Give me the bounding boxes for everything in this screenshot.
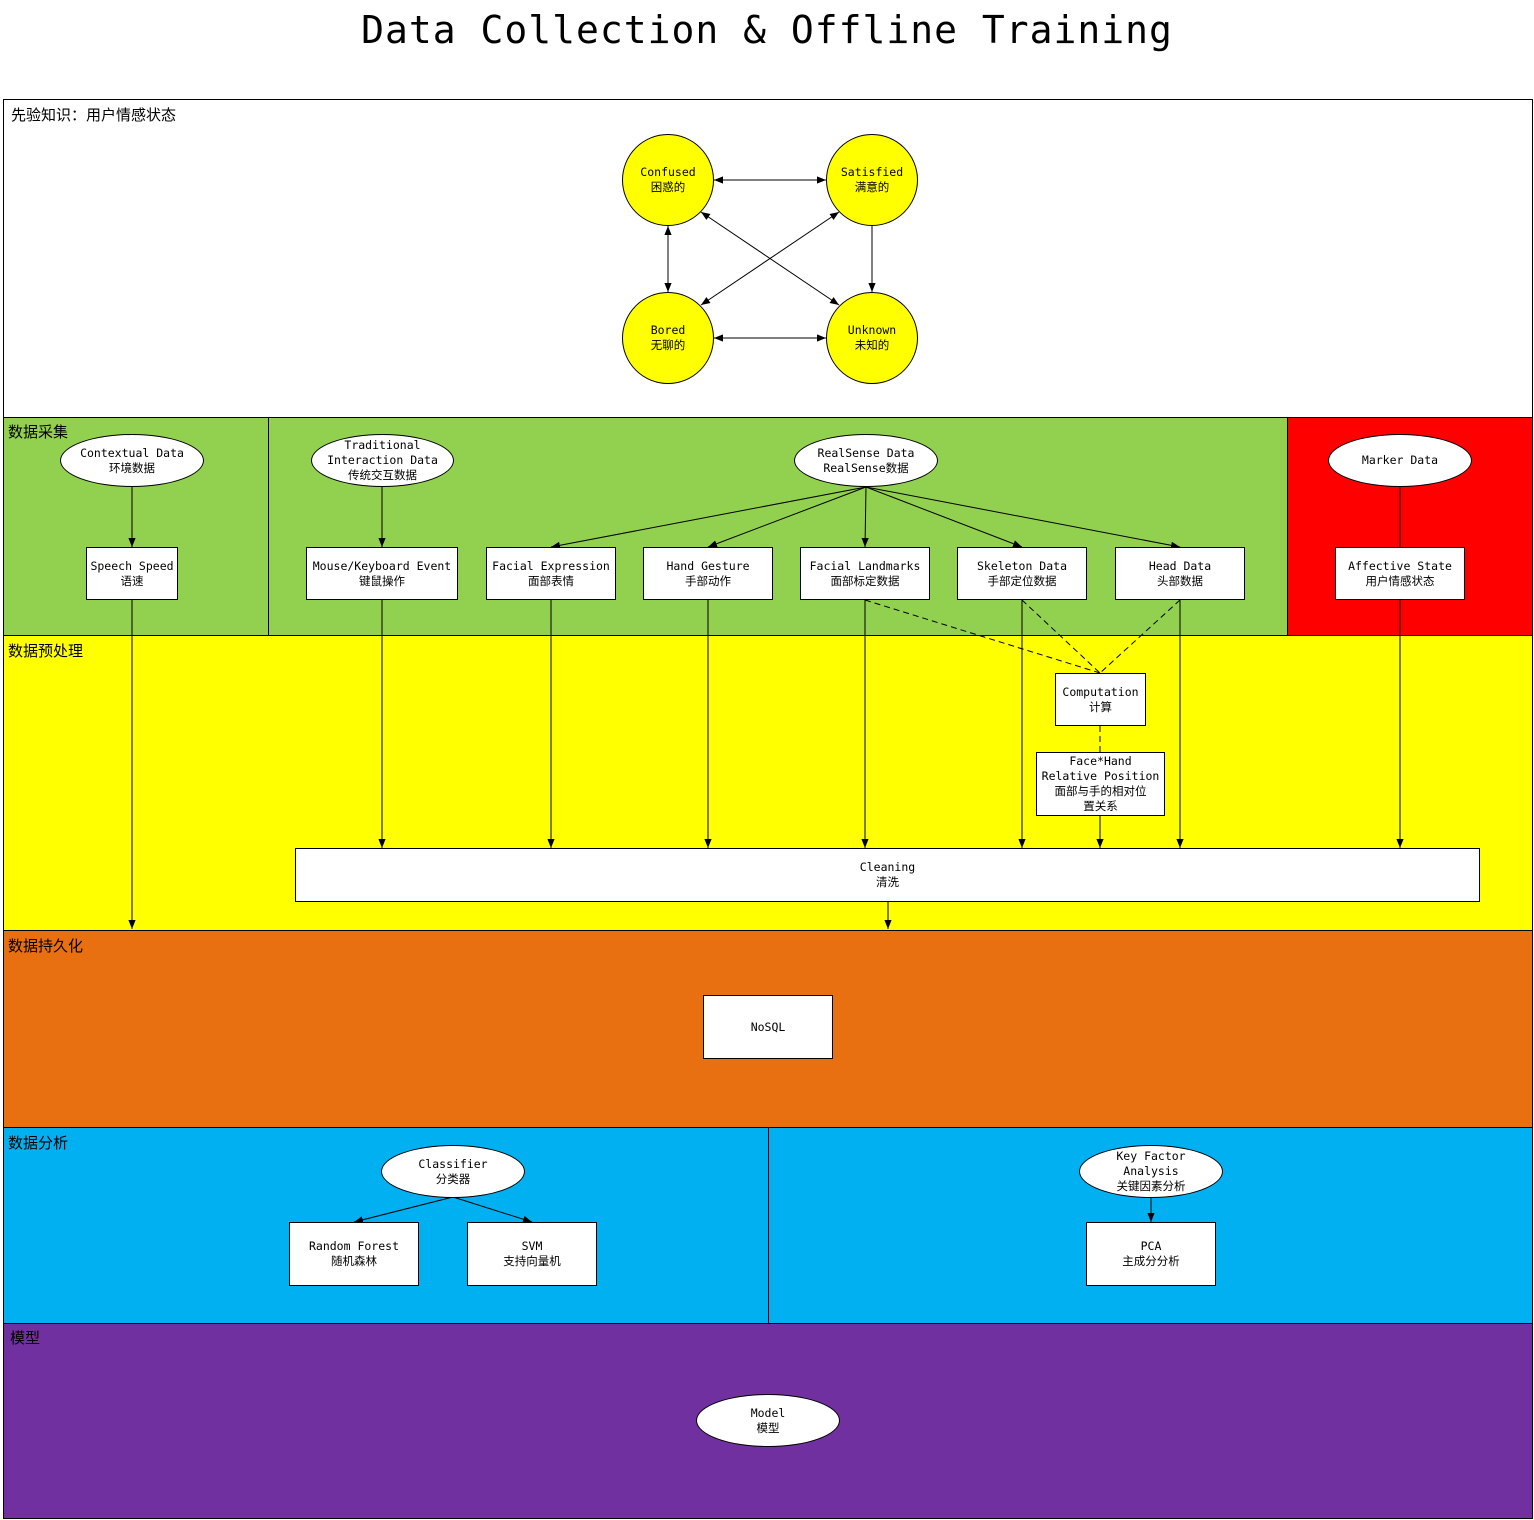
feature-affective-state-label: Affective State 用户情感状态 — [1348, 558, 1452, 588]
source-traditional-label: Traditional Interaction Data 传统交互数据 — [327, 438, 438, 482]
source-marker-data: Marker Data — [1328, 434, 1472, 487]
feature-facial-landmarks-label: Facial Landmarks 面部标定数据 — [809, 558, 921, 588]
feature-mouse-keyboard-label: Mouse/Keyboard Event 键鼠操作 — [312, 558, 452, 588]
process-relative-position: Face*Hand Relative Position 面部与手的相对位 置关系 — [1036, 752, 1165, 816]
state-unknown-label: Unknown 未知的 — [847, 323, 897, 352]
state-bored: Bored 无聊的 — [622, 292, 714, 384]
band-label-acquisition: 数据采集 — [8, 423, 69, 441]
band-prior-knowledge — [3, 99, 1533, 418]
band-model — [3, 1323, 1533, 1519]
state-confused-label: Confused 困惑的 — [640, 165, 696, 194]
analysis-key-factor-label: Key Factor Analysis 关键因素分析 — [1116, 1149, 1186, 1193]
state-confused: Confused 困惑的 — [622, 134, 714, 226]
state-bored-label: Bored 无聊的 — [650, 323, 686, 352]
feature-facial-expression: Facial Expression 面部表情 — [486, 547, 616, 600]
process-computation: Computation 计算 — [1055, 673, 1146, 726]
feature-skeleton-label: Skeleton Data 手部定位数据 — [976, 558, 1067, 588]
diagram-title: Data Collection & Offline Training — [361, 8, 1173, 52]
source-traditional-interaction: Traditional Interaction Data 传统交互数据 — [311, 434, 454, 487]
feature-facial-expression-label: Facial Expression 面部表情 — [492, 558, 610, 588]
analysis-svm-label: SVM 支持向量机 — [503, 1239, 561, 1268]
source-realsense-label: RealSense Data RealSense数据 — [817, 445, 915, 475]
band-label-prior-knowledge: 先验知识：用户情感状态 — [11, 106, 177, 124]
process-cleaning: Cleaning 清洗 — [295, 848, 1480, 902]
model-node: Model 模型 — [696, 1394, 840, 1447]
analysis-classifier-label: Classifier 分类器 — [418, 1156, 488, 1186]
analysis-svm: SVM 支持向量机 — [467, 1222, 597, 1286]
analysis-classifier: Classifier 分类器 — [381, 1145, 525, 1198]
feature-skeleton-data: Skeleton Data 手部定位数据 — [957, 547, 1087, 600]
state-satisfied-label: Satisfied 满意的 — [840, 165, 904, 194]
analysis-key-factor: Key Factor Analysis 关键因素分析 — [1079, 1145, 1223, 1198]
feature-mouse-keyboard: Mouse/Keyboard Event 键鼠操作 — [306, 547, 458, 600]
process-cleaning-label: Cleaning 清洗 — [859, 860, 916, 889]
model-node-label: Model 模型 — [750, 1405, 786, 1435]
source-marker-label: Marker Data — [1361, 453, 1439, 467]
process-computation-label: Computation 计算 — [1062, 684, 1139, 714]
band-label-persistence: 数据持久化 — [8, 937, 84, 955]
band-label-model: 模型 — [10, 1329, 41, 1347]
analysis-random-forest-label: Random Forest 随机森林 — [308, 1239, 399, 1268]
feature-head-data: Head Data 头部数据 — [1115, 547, 1245, 600]
source-realsense-data: RealSense Data RealSense数据 — [794, 434, 938, 487]
feature-speech-speed-label: Speech Speed 语速 — [90, 558, 174, 588]
feature-hand-gesture-label: Hand Gesture 手部动作 — [666, 558, 750, 588]
feature-speech-speed: Speech Speed 语速 — [86, 547, 178, 600]
feature-hand-gesture: Hand Gesture 手部动作 — [643, 547, 773, 600]
feature-head-label: Head Data 头部数据 — [1148, 558, 1212, 588]
source-contextual-data: Contextual Data 环境数据 — [60, 434, 204, 487]
state-satisfied: Satisfied 满意的 — [826, 134, 918, 226]
feature-affective-state: Affective State 用户情感状态 — [1335, 547, 1465, 600]
band-label-analysis: 数据分析 — [8, 1134, 69, 1152]
analysis-pca: PCA 主成分分析 — [1086, 1222, 1216, 1286]
analysis-pca-label: PCA 主成分分析 — [1122, 1239, 1180, 1268]
state-unknown: Unknown 未知的 — [826, 292, 918, 384]
process-relative-position-label: Face*Hand Relative Position 面部与手的相对位 置关系 — [1041, 754, 1160, 813]
source-contextual-label: Contextual Data 环境数据 — [80, 445, 184, 475]
analysis-random-forest: Random Forest 随机森林 — [289, 1222, 419, 1286]
feature-facial-landmarks: Facial Landmarks 面部标定数据 — [800, 547, 930, 600]
store-nosql: NoSQL — [703, 995, 833, 1059]
store-nosql-label: NoSQL — [750, 1019, 786, 1034]
band-label-preprocess: 数据预处理 — [8, 642, 84, 660]
